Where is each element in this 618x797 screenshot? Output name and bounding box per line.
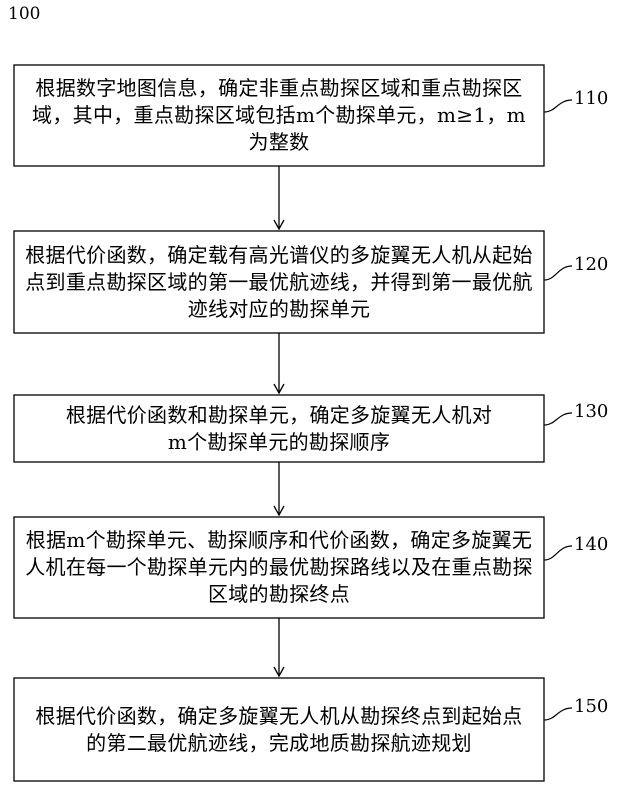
step-text-150: 根据代价函数，确定多旋翼无人机从勘探终点到起始点的第二最优航迹线，完成地质勘探航… — [14, 678, 544, 781]
step-text-140: 根据m个勘探单元、勘探顺序和代价函数，确定多旋翼无人机在每一个勘探单元内的最优勘… — [14, 517, 544, 618]
step-text-110: 根据数字地图信息，确定非重点勘探区域和重点勘探区域，其中，重点勘探区域包括m个勘… — [14, 65, 544, 166]
step-label-110: 110 — [574, 88, 608, 109]
leader-130 — [544, 413, 572, 425]
step-text-130: 根据代价函数和勘探单元，确定多旋翼无人机对m个勘探单元的勘探顺序 — [14, 395, 544, 462]
leader-140 — [544, 546, 572, 560]
step-text-120: 根据代价函数，确定载有高光谱仪的多旋翼无人机从起始点到重点勘探区域的第一最优航迹… — [14, 231, 544, 333]
leader-120 — [544, 266, 572, 280]
step-label-130: 130 — [574, 401, 608, 422]
step-label-120: 120 — [574, 254, 608, 275]
step-label-150: 150 — [574, 696, 608, 717]
step-label-140: 140 — [574, 534, 608, 555]
leader-110 — [544, 100, 572, 112]
leader-150 — [544, 708, 572, 720]
figure-number: 100 — [8, 4, 40, 24]
